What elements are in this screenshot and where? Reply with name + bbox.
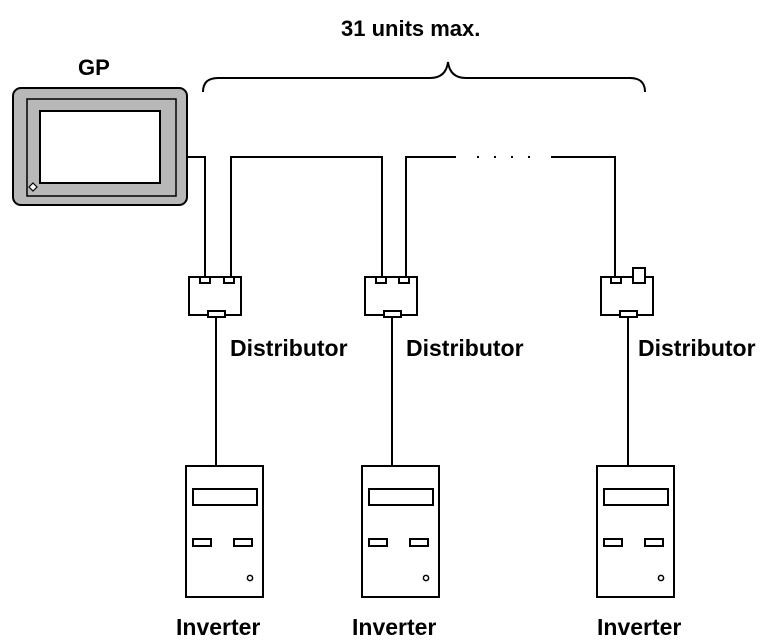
bus-continuation-dots <box>477 156 530 158</box>
units-brace <box>202 61 646 93</box>
gp-label: GP <box>78 55 110 80</box>
inverter-label-2: Inverter <box>352 614 437 640</box>
distributor-2 <box>364 276 418 318</box>
distributor-3 <box>600 267 654 318</box>
gp-device <box>12 87 188 206</box>
inverter-3 <box>596 465 675 598</box>
inverter-2 <box>361 465 440 598</box>
distributor-label-2: Distributor <box>406 335 524 361</box>
distributor-label-1: Distributor <box>230 335 348 361</box>
distributor-1 <box>188 276 242 318</box>
inverter-label-1: Inverter <box>176 614 261 640</box>
bus-cable <box>187 156 616 277</box>
inverter-label-3: Inverter <box>597 614 682 640</box>
inverter-1 <box>185 465 264 598</box>
max-units-label: 31 units max. <box>341 16 481 41</box>
distributor-label-3: Distributor <box>638 335 756 361</box>
